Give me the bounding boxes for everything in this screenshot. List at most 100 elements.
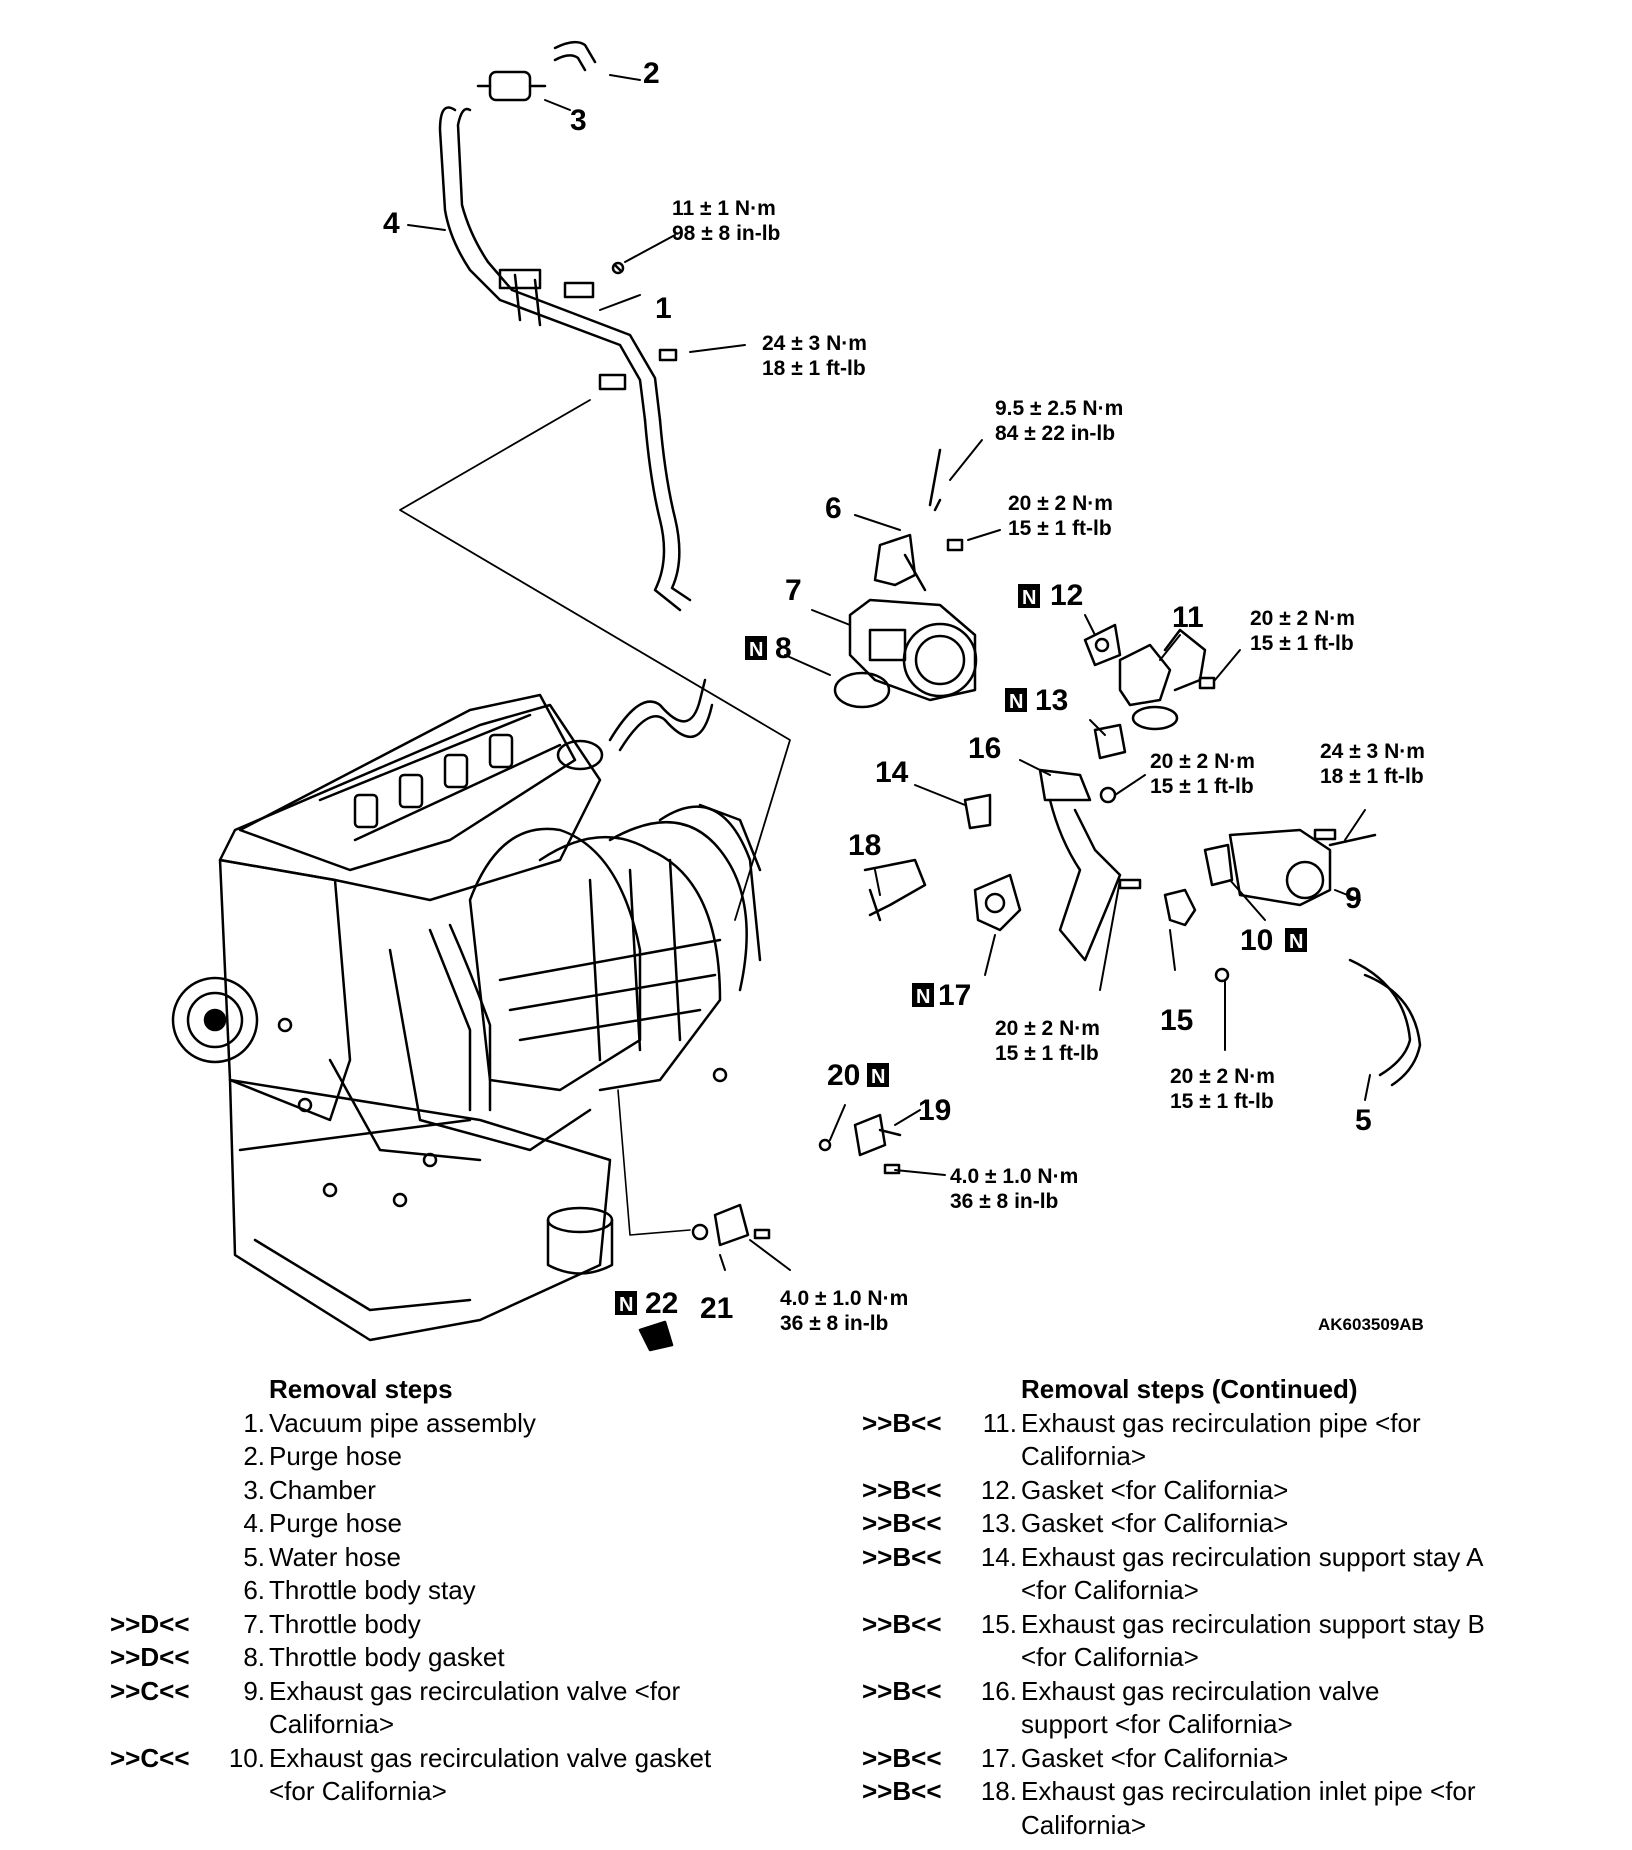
step-row: >>D<<8.Throttle body gasket (110, 1642, 505, 1672)
n-mark-20: N (867, 1063, 889, 1088)
svg-text:15 ± 1 ft-lb: 15 ± 1 ft-lb (1170, 1090, 1274, 1113)
n-mark-8: N (745, 636, 767, 661)
egr-support-stay-b-part (1163, 888, 1197, 927)
callout-17: 17 (938, 979, 971, 1012)
callout-20: 20 (827, 1059, 860, 1092)
svg-text:N: N (871, 1066, 885, 1088)
svg-text:24 ± 3 N·m: 24 ± 3 N·m (762, 332, 867, 355)
step-row: 2.Purge hose (243, 1441, 402, 1471)
torque-spec-6: 20 ± 2 N·m 15 ± 1 ft-lb (1150, 750, 1255, 798)
step-row: >>C<<10.Exhaust gas recirculation valve … (110, 1742, 712, 1807)
step-row: >>B<<12.Gasket <for California> (862, 1474, 1289, 1505)
step-row: >>B<<11.Exhaust gas recirculation pipe <… (862, 1407, 1421, 1472)
purge-hose-part (553, 40, 597, 72)
callout-6: 6 (825, 492, 842, 525)
callout-16: 16 (968, 732, 1001, 765)
callout-13: 13 (1035, 684, 1068, 717)
svg-text:18 ± 1 ft-lb: 18 ± 1 ft-lb (1320, 765, 1424, 788)
step-row: >>B<<15.Exhaust gas recirculation suppor… (862, 1608, 1485, 1673)
callout-19: 19 (918, 1094, 951, 1127)
gasket-13-part (1093, 723, 1127, 760)
callout-1: 1 (655, 292, 672, 325)
torque-spec-7: 24 ± 3 N·m 18 ± 1 ft-lb (1320, 740, 1425, 788)
torque-spec-4: 20 ± 2 N·m 15 ± 1 ft-lb (1008, 492, 1113, 540)
callout-5: 5 (1355, 1104, 1372, 1137)
removal-steps-left: Removal steps 1.Vacuum pipe assembly 2.P… (110, 1373, 770, 1809)
callout-12: 12 (1050, 579, 1083, 612)
egr-support-stay-a-part (963, 793, 992, 830)
figure-id: AK603509AB (1318, 1315, 1424, 1334)
step-row: 6.Throttle body stay (243, 1575, 476, 1605)
step-row: 4.Purge hose (243, 1508, 402, 1538)
step-row: >>B<<16.Exhaust gas recirculation valve … (862, 1675, 1380, 1740)
throttle-body-gasket-part (833, 671, 891, 709)
svg-text:20 ± 2 N·m: 20 ± 2 N·m (1250, 607, 1355, 630)
n-mark-10: N (1285, 928, 1307, 953)
callout-14: 14 (875, 756, 909, 789)
gasket-12-part (1083, 623, 1122, 667)
gasket-17-part (973, 873, 1022, 932)
svg-text:N: N (1022, 587, 1036, 609)
step-row: >>B<<14.Exhaust gas recirculation suppor… (862, 1541, 1483, 1606)
svg-text:4.0 ± 1.0 N·m: 4.0 ± 1.0 N·m (950, 1165, 1078, 1188)
svg-text:15 ± 1 ft-lb: 15 ± 1 ft-lb (1250, 632, 1354, 655)
torque-spec-11: 4.0 ± 1.0 N·m 36 ± 8 in-lb (780, 1287, 908, 1335)
exploded-parts-diagram: 1 2 3 4 5 6 7 8 9 10 11 12 13 14 15 16 1… (171, 40, 1425, 1352)
vacuum-pipe-assembly (438, 106, 692, 612)
svg-text:15 ± 1 ft-lb: 15 ± 1 ft-lb (995, 1042, 1099, 1065)
svg-text:20 ± 2 N·m: 20 ± 2 N·m (1150, 750, 1255, 773)
step-row: >>B<<18.Exhaust gas recirculation inlet … (862, 1776, 1476, 1840)
removal-steps-continued-title: Removal steps (Continued) (1021, 1374, 1358, 1404)
throttle-body-stay-part (873, 533, 927, 592)
sensor-21-part (713, 1203, 750, 1247)
torque-spec-8: 20 ± 2 N·m 15 ± 1 ft-lb (995, 1017, 1100, 1065)
svg-text:N: N (1009, 691, 1023, 713)
callout-10: 10 (1240, 924, 1273, 957)
leader-lines (407, 74, 1371, 1271)
step-row: >>B<<17.Gasket <for California> (862, 1742, 1289, 1773)
svg-text:11 ± 1 N·m: 11 ± 1 N·m (672, 197, 776, 220)
callout-11: 11 (1172, 601, 1204, 634)
callout-9: 9 (1345, 882, 1362, 915)
removal-steps-right: Removal steps (Continued) >>B<<11.Exhaus… (862, 1373, 1522, 1842)
callout-8: 8 (775, 632, 792, 665)
throttle-body-part (848, 598, 978, 702)
n-mark-12: N (1018, 584, 1040, 609)
water-hose-part (1348, 958, 1422, 1087)
callout-22: 22 (645, 1287, 678, 1320)
svg-text:4.0 ± 1.0 N·m: 4.0 ± 1.0 N·m (780, 1287, 908, 1310)
svg-text:20 ± 2 N·m: 20 ± 2 N·m (1170, 1065, 1275, 1088)
callout-4: 4 (383, 207, 400, 240)
svg-text:24 ± 3 N·m: 24 ± 3 N·m (1320, 740, 1425, 763)
callout-3: 3 (570, 104, 587, 137)
svg-text:36 ± 8 in-lb: 36 ± 8 in-lb (950, 1190, 1058, 1213)
callout-15: 15 (1160, 1004, 1193, 1037)
torque-spec-2: 24 ± 3 N·m 18 ± 1 ft-lb (762, 332, 867, 380)
svg-text:36 ± 8 in-lb: 36 ± 8 in-lb (780, 1312, 888, 1335)
torque-spec-10: 4.0 ± 1.0 N·m 36 ± 8 in-lb (950, 1165, 1078, 1213)
egr-valve-support-part (1038, 768, 1122, 962)
new-part-marks: N N N N N N N (615, 584, 1307, 1316)
callout-7: 7 (785, 574, 802, 607)
removal-steps-title: Removal steps (269, 1374, 453, 1404)
svg-text:9.5 ± 2.5 N·m: 9.5 ± 2.5 N·m (995, 397, 1123, 420)
torque-spec-9: 20 ± 2 N·m 15 ± 1 ft-lb (1170, 1065, 1275, 1113)
egr-valve-gasket-part (1203, 843, 1234, 887)
svg-text:20 ± 2 N·m: 20 ± 2 N·m (1008, 492, 1113, 515)
svg-text:20 ± 2 N·m: 20 ± 2 N·m (995, 1017, 1100, 1040)
svg-text:N: N (1289, 931, 1303, 953)
step-row: >>B<<13.Gasket <for California> (862, 1508, 1289, 1538)
callout-2: 2 (643, 57, 660, 90)
step-row: 3.Chamber (243, 1474, 376, 1505)
n-mark-13: N (1005, 688, 1027, 713)
bolts (611, 261, 1337, 1240)
chamber-part (476, 70, 547, 102)
torque-spec-1: 11 ± 1 N·m 98 ± 8 in-lb (672, 197, 780, 245)
svg-text:98 ± 8 in-lb: 98 ± 8 in-lb (672, 222, 780, 245)
svg-text:N: N (916, 986, 930, 1008)
step-row: 5.Water hose (243, 1541, 401, 1572)
step-row: >>D<<7.Throttle body (110, 1608, 421, 1639)
n-mark-22: N (615, 1291, 637, 1316)
torque-spec-3: 9.5 ± 2.5 N·m 84 ± 22 in-lb (995, 397, 1123, 445)
engine-illustration (171, 678, 762, 1342)
